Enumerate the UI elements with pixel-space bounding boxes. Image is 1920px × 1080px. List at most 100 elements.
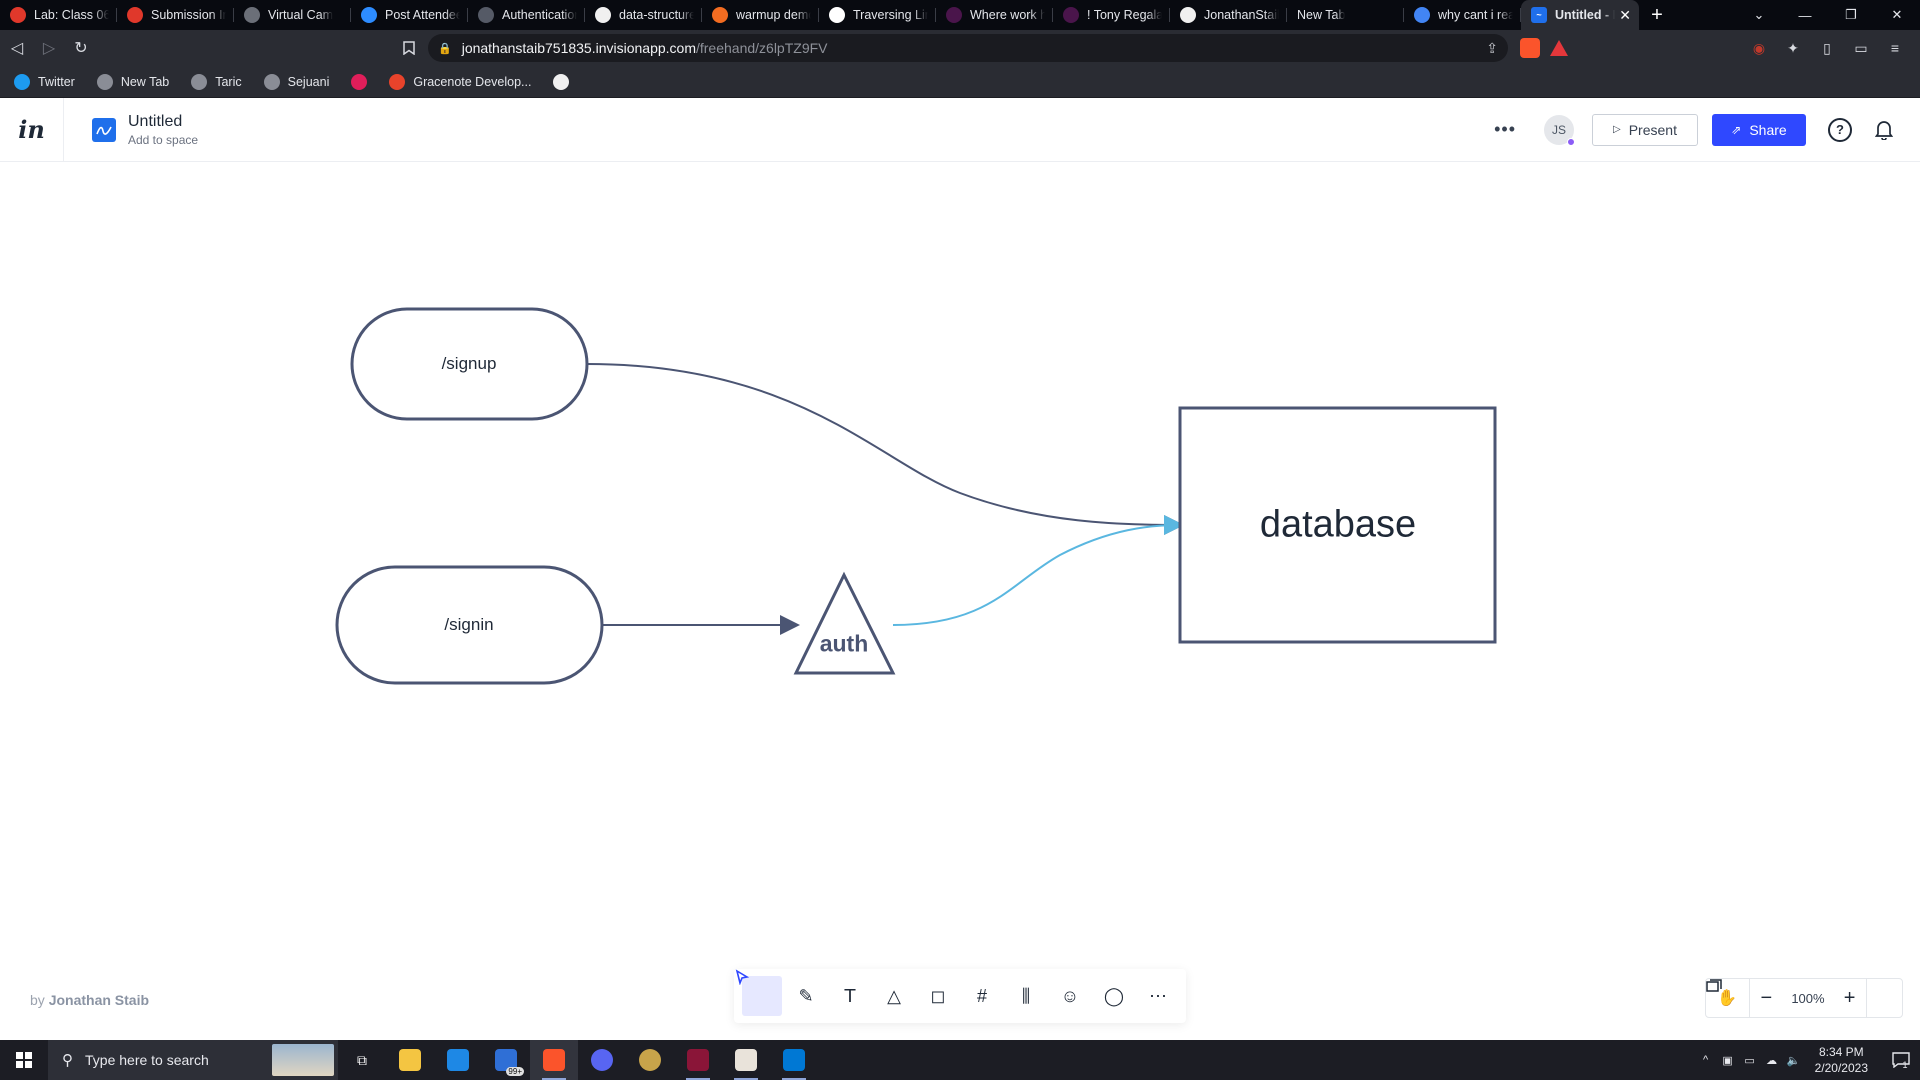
pages-panel-icon[interactable] <box>1706 979 1902 1017</box>
sidebar-icon[interactable]: ▯ <box>1823 39 1831 56</box>
freehand-doc-icon <box>92 117 116 142</box>
sticky-note-tool-icon[interactable]: ◻ <box>930 985 946 1006</box>
zoom-level[interactable]: 100% <box>1791 990 1825 1006</box>
league-client-icon[interactable] <box>626 1040 674 1080</box>
zoom-in-button[interactable]: + <box>1843 986 1856 1009</box>
bookmark-item[interactable]: Gracenote Develop... <box>389 73 531 90</box>
tab-title: Submission Ins <box>151 8 226 22</box>
vscode-icon[interactable] <box>770 1040 818 1080</box>
restore-button[interactable]: ❐ <box>1845 7 1857 22</box>
clock-time: 8:34 PM <box>1818 1045 1864 1059</box>
url-field[interactable]: 🔒 jonathanstaib751835.invisionapp.com/fr… <box>428 34 1508 62</box>
select-tool-icon[interactable] <box>735 969 782 1016</box>
credit-author[interactable]: Jonathan Staib <box>48 992 150 1008</box>
minimize-button[interactable]: — <box>1798 7 1812 23</box>
hand-tool-icon[interactable]: ✋ <box>1706 979 1750 1017</box>
add-to-space-link[interactable]: Add to space <box>128 132 199 147</box>
share-page-icon[interactable]: ⇪ <box>1486 39 1498 56</box>
node-signup-label: /signup <box>441 354 497 373</box>
start-button[interactable] <box>0 1040 48 1080</box>
document-title[interactable]: Untitled <box>128 112 183 130</box>
taskbar-search[interactable]: ⚲ Type here to search <box>48 1040 338 1080</box>
browser-tab[interactable]: Where work ha <box>936 0 1053 30</box>
bookmark-item[interactable] <box>351 73 368 90</box>
bookmark-item[interactable] <box>553 73 570 90</box>
tab-search-icon[interactable]: ⌄ <box>1753 7 1765 22</box>
back-button[interactable]: ◁ <box>10 40 24 57</box>
browser-tab[interactable]: ! Tony Regalado <box>1053 0 1170 30</box>
ms-store-icon[interactable] <box>434 1040 482 1080</box>
more-tools-icon[interactable]: ⋯ <box>1149 985 1167 1006</box>
present-button[interactable]: ▷ Present <box>1592 113 1698 146</box>
connector-auth-to-database[interactable] <box>892 515 1184 626</box>
tab-active[interactable]: ~ Untitled - I ✕ <box>1521 0 1639 30</box>
connector-signup-to-database[interactable] <box>586 363 1184 535</box>
network-icon[interactable]: ▭ <box>1744 1054 1755 1067</box>
brave-shields-icon[interactable] <box>1520 38 1540 58</box>
browser-tab[interactable]: data-structures <box>585 0 702 30</box>
avatar[interactable]: JS <box>1544 114 1575 146</box>
bookmark-item[interactable]: New Tab <box>96 73 169 90</box>
tab-title: Where work ha <box>970 8 1045 22</box>
bookmark-item[interactable]: Taric <box>191 73 242 90</box>
invision-logo[interactable]: in <box>0 97 64 162</box>
reload-button[interactable]: ↻ <box>74 40 88 57</box>
onedrive-icon[interactable]: ☁ <box>1766 1054 1778 1067</box>
mail-icon[interactable]: 99+ <box>482 1040 530 1080</box>
browser-tab[interactable]: warmup demo <box>702 0 819 30</box>
node-database-label: database <box>1259 503 1417 546</box>
browser-tab[interactable]: Post Attendee <box>351 0 468 30</box>
tray-device-icon[interactable]: ▣ <box>1722 1054 1733 1067</box>
browser-tab[interactable]: Traversing Link <box>819 0 936 30</box>
forward-button[interactable]: ▷ <box>42 40 56 57</box>
wallet-icon[interactable]: ▭ <box>1854 39 1868 56</box>
node-signup-shape[interactable] <box>350 307 589 421</box>
tab-favicon-icon <box>712 7 728 23</box>
shape-tool-icon[interactable]: △ <box>887 985 901 1006</box>
notification-center-icon[interactable]: 1 <box>1880 1040 1920 1080</box>
menu-icon[interactable]: ≡ <box>1890 40 1900 56</box>
task-view-icon[interactable]: ⧉ <box>357 1051 367 1068</box>
browser-tab[interactable]: Submission Ins <box>117 0 234 30</box>
browser-tab[interactable]: New Tab <box>1287 0 1404 30</box>
brave-rewards-icon[interactable] <box>1550 40 1568 56</box>
close-tab-icon[interactable]: ✕ <box>1619 6 1631 23</box>
discord-icon[interactable] <box>578 1040 626 1080</box>
text-tool-icon[interactable]: T <box>844 985 856 1007</box>
comment-tool-icon[interactable]: ◯ <box>1103 985 1125 1006</box>
bookmark-item[interactable]: Sejuani <box>263 73 329 90</box>
brave-browser-icon[interactable] <box>530 1040 578 1080</box>
extensions-icon[interactable]: ✦ <box>1787 39 1799 56</box>
help-icon[interactable]: ? <box>1828 117 1852 142</box>
volume-icon[interactable]: 🔈 <box>1786 1054 1801 1067</box>
bell-icon[interactable] <box>1872 118 1896 142</box>
clock[interactable]: 8:34 PM 2/20/2023 <box>1815 1044 1868 1076</box>
node-signin-shape[interactable] <box>335 565 604 685</box>
tab-favicon-icon <box>10 7 26 23</box>
share-button[interactable]: ⇗ Share <box>1712 113 1806 146</box>
paint-app-icon[interactable] <box>722 1040 770 1080</box>
freehand-canvas[interactable]: /signup /signin auth database by Jonatha… <box>0 163 1920 1040</box>
app-icon-v[interactable] <box>674 1040 722 1080</box>
browser-tab[interactable]: why cant i read <box>1404 0 1521 30</box>
bookmark-icon[interactable] <box>394 33 424 63</box>
components-tool-icon[interactable]: ⫼ <box>1021 985 1031 1006</box>
zoom-out-button[interactable]: − <box>1760 986 1773 1009</box>
tab-favicon-icon <box>127 7 143 23</box>
browser-tab[interactable]: Authentication <box>468 0 585 30</box>
ublock-extension-icon[interactable]: ◉ <box>1752 39 1766 56</box>
browser-tab[interactable]: Lab: Class 06 <box>0 0 117 30</box>
node-database-shape[interactable] <box>1178 406 1497 644</box>
file-explorer-icon[interactable] <box>386 1040 434 1080</box>
stickers-tool-icon[interactable]: ☺ <box>1060 985 1080 1006</box>
tray-overflow-icon[interactable]: ^ <box>1703 1054 1709 1066</box>
node-auth-shape[interactable] <box>793 571 896 675</box>
pen-tool-icon[interactable]: ✎ <box>798 985 814 1006</box>
browser-tab[interactable]: Virtual Cam <box>234 0 351 30</box>
frame-tool-icon[interactable]: # <box>976 985 987 1006</box>
more-options-icon[interactable]: ••• <box>1494 119 1516 139</box>
close-window-button[interactable]: ✕ <box>1891 7 1903 22</box>
bookmark-item[interactable]: Twitter <box>14 73 75 90</box>
new-tab-button[interactable]: + <box>1651 3 1663 26</box>
